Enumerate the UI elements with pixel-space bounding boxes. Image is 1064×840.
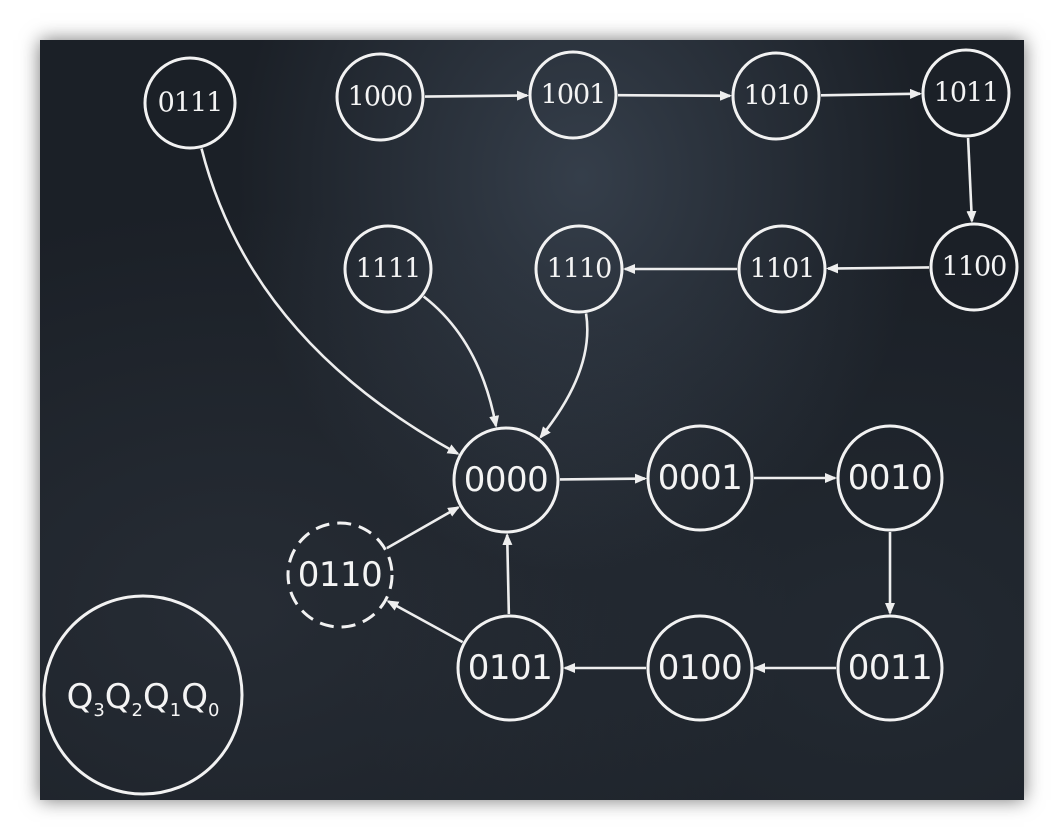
state-label: 0100 <box>658 648 743 688</box>
edge-0000-to-0001 <box>559 473 648 484</box>
state-node-1011: 1011 <box>921 48 1011 138</box>
state-circle <box>646 424 754 532</box>
state-label: 0010 <box>848 458 933 498</box>
edge-0110-to-0000 <box>386 506 460 550</box>
legend-q: Q <box>105 677 132 717</box>
state-circle <box>921 48 1011 138</box>
edge-0101-to-0110 <box>386 600 464 644</box>
legend-subscript: 3 <box>93 700 104 721</box>
state-circle <box>929 222 1019 312</box>
state-label: 1110 <box>547 254 612 285</box>
state-circle <box>836 424 944 532</box>
state-circle <box>534 224 624 314</box>
state-label: 0101 <box>468 648 553 688</box>
state-node-0000: 0000 <box>452 426 560 534</box>
edge-0101-to-0000 <box>502 532 513 615</box>
edge-1100-to-1101 <box>825 263 930 274</box>
state-circle <box>456 614 564 722</box>
state-circle <box>335 52 425 142</box>
legend-circle <box>42 594 244 796</box>
edge-1001-to-1010 <box>617 90 733 101</box>
legend-label: Q3Q2Q1Q0 <box>67 677 220 721</box>
state-label: 0011 <box>848 648 933 688</box>
legend-q: Q <box>143 677 170 717</box>
edge-1111-to-0000 <box>422 295 500 428</box>
state-label: 1010 <box>744 81 809 112</box>
state-label: 1111 <box>356 254 421 285</box>
state-label: 0000 <box>464 460 549 500</box>
state-circle <box>143 56 237 150</box>
legend-q: Q <box>181 677 208 717</box>
state-node-0110: 0110 <box>286 521 394 629</box>
legend-subscript: 2 <box>132 700 143 721</box>
edge-1011-to-1100 <box>966 137 977 224</box>
state-node-0001: 0001 <box>646 424 754 532</box>
legend: Q3Q2Q1Q0 <box>42 594 244 796</box>
state-node-1110: 1110 <box>534 224 624 314</box>
state-label: 0111 <box>158 88 223 119</box>
legend-subscript: 1 <box>170 700 181 721</box>
state-node-0100: 0100 <box>646 614 754 722</box>
state-circle <box>343 224 433 314</box>
edge-1000-to-1001 <box>424 90 530 101</box>
state-node-1100: 1100 <box>929 222 1019 312</box>
state-circle <box>836 614 944 722</box>
state-node-1010: 1010 <box>731 51 821 141</box>
state-label: 0110 <box>298 555 383 595</box>
state-circle <box>737 224 827 314</box>
state-node-0111: 0111 <box>143 56 237 150</box>
edge-1010-to-1011 <box>820 88 923 99</box>
state-node-0010: 0010 <box>836 424 944 532</box>
state-node-0011: 0011 <box>836 614 944 722</box>
state-label: 1100 <box>942 252 1007 283</box>
state-circle <box>646 614 754 722</box>
state-circle <box>528 50 618 140</box>
state-label: 1001 <box>541 80 606 111</box>
edge-0111-to-0000 <box>200 148 460 455</box>
state-label: 1000 <box>348 82 413 113</box>
legend-subscript: 0 <box>208 700 219 721</box>
edge-1110-to-0000 <box>539 313 589 439</box>
state-node-0101: 0101 <box>456 614 564 722</box>
legend-q: Q <box>67 677 94 717</box>
state-label: 1101 <box>750 254 815 285</box>
state-label: 0001 <box>658 458 743 498</box>
state-node-1000: 1000 <box>335 52 425 142</box>
state-node-1101: 1101 <box>737 224 827 314</box>
state-circle <box>731 51 821 141</box>
state-label: 1011 <box>934 78 999 109</box>
edges-layer <box>200 88 977 673</box>
state-circle <box>286 521 394 629</box>
state-circle <box>452 426 560 534</box>
state-node-1111: 1111 <box>343 224 433 314</box>
state-node-1001: 1001 <box>528 50 618 140</box>
